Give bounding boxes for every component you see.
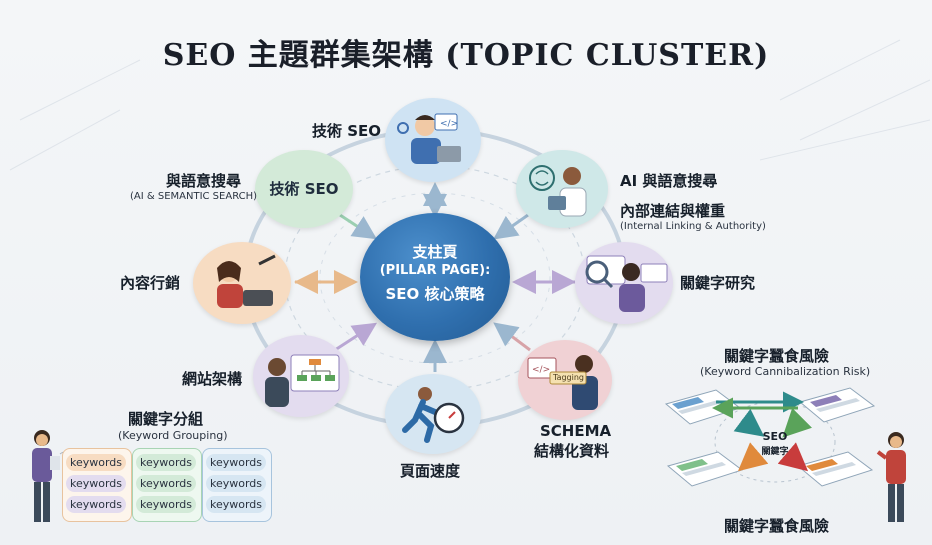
keyword-chip: keywords [206, 454, 266, 471]
keyword-chip: keywords [66, 454, 126, 471]
ai-semantic-label: AI 與語意搜尋 [620, 172, 718, 190]
tagging-tag: Tagging [553, 373, 584, 382]
internal-links-label: 內部連結與權重 [620, 202, 726, 220]
keyword-chip: keywords [136, 496, 196, 513]
page-card-bottom-right [796, 451, 874, 487]
keyword-chip: keywords [66, 475, 126, 492]
brain-icon [529, 165, 587, 217]
keyword-research-label: 關鍵字研究 [680, 274, 756, 292]
runner-stopwatch-icon [402, 387, 465, 443]
page-speed-node [385, 374, 481, 454]
pillar-page-node: 支柱頁 (PILLAR PAGE): SEO 核心策略 [360, 213, 510, 341]
keyword-chip: keywords [136, 454, 196, 471]
tech-seo-inner-text: 技術 SEO [269, 180, 339, 198]
cannibalization-subtitle: (Keyword Cannibalization Risk) [700, 365, 871, 378]
page-title: SEO 主題群集架構 (TOPIC CLUSTER) [162, 38, 770, 73]
page-card-bottom-left [666, 451, 744, 487]
cannibalization-diagram [664, 387, 876, 487]
schema-code-icon: </> [527, 355, 598, 410]
tech-seo-node: </> [385, 98, 481, 182]
page-speed-label: 頁面速度 [400, 462, 461, 480]
pillar-subtitle: (PILLAR PAGE): [379, 263, 491, 278]
sitemap-icon [265, 354, 340, 407]
semantic-node: 技術 SEO [255, 150, 353, 228]
pillar-strategy: SEO 核心策略 [385, 285, 485, 303]
writer-icon [217, 254, 276, 308]
cannibalization-bottom-label: 關鍵字蠶食風險 [724, 517, 830, 535]
cannibalization-center-seo: SEO [762, 430, 788, 443]
cannibalization-title: 關鍵字蠶食風險 [724, 347, 830, 365]
content-marketing-label: 內容行銷 [120, 274, 181, 292]
pillar-title: 支柱頁 [412, 243, 458, 261]
svg-text:</>: </> [532, 365, 550, 375]
keyword-grouping-label: 關鍵字分組 [128, 410, 204, 428]
schema-node: </> Tagging [518, 340, 612, 420]
keyword-chip: keywords [206, 496, 266, 513]
developer-icon: </> [397, 113, 461, 164]
structured-data-label: 結構化資料 [534, 442, 610, 460]
site-architecture-label: 網站架構 [182, 370, 243, 388]
page-card-top-right [798, 387, 876, 423]
cannibalization-center-keyword: 關鍵字 [761, 447, 789, 457]
keyword-chip: keywords [66, 496, 126, 513]
site-architecture-node [253, 335, 349, 417]
ai-semantic-node [516, 150, 608, 228]
content-marketing-node [193, 242, 291, 324]
keyword-chip: keywords [136, 475, 196, 492]
schema-label: SCHEMA [540, 422, 612, 440]
internal-links-sublabel: (Internal Linking & Authority) [620, 221, 766, 232]
keyword-chip: keywords [206, 475, 266, 492]
tech-seo-label: 技術 SEO [312, 122, 382, 140]
keyword-research-node [575, 242, 673, 324]
semantic-search-label: 與語意搜尋 [166, 172, 242, 190]
presenter-woman-icon [32, 430, 60, 522]
presenter-man-icon [876, 432, 906, 522]
semantic-search-sublabel: (AI & SEMANTIC SEARCH) [130, 191, 258, 202]
svg-text:</>: </> [440, 119, 458, 129]
keyword-grouping-sublabel: (Keyword Grouping) [118, 429, 228, 442]
magnifier-icon [585, 255, 668, 312]
